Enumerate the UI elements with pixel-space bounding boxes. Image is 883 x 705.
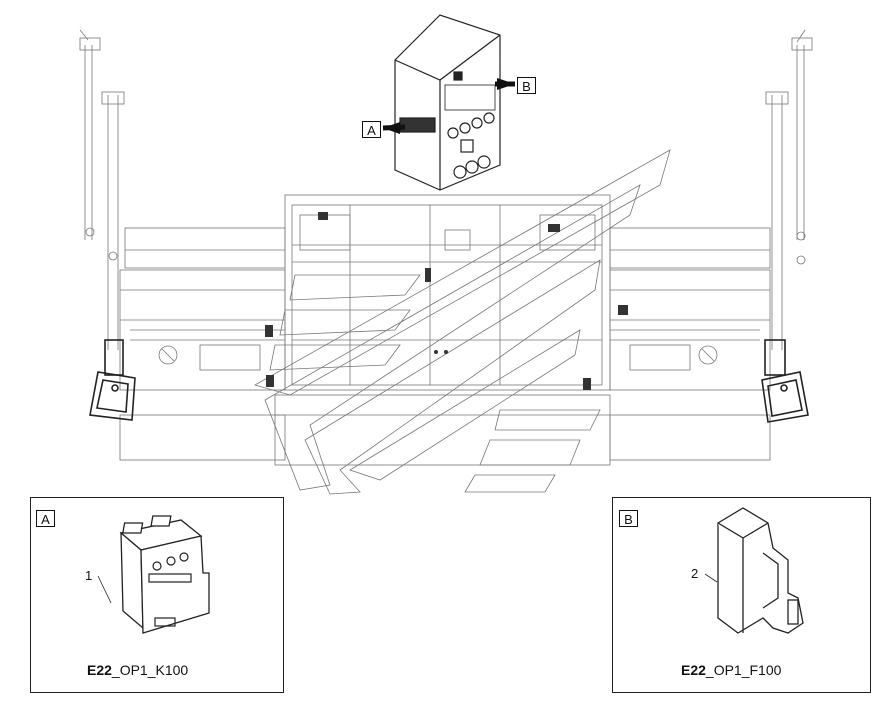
tag-a-marker: A: [362, 121, 381, 138]
circuit-breaker-f100-drawing: [704, 507, 804, 634]
detail-b-tag: B: [619, 510, 638, 527]
tag-b-marker: B: [517, 77, 536, 94]
detail-b-caption-suffix: _OP1_F100: [705, 662, 782, 678]
detail-a-caption: E22_OP1_K100: [87, 662, 188, 678]
detail-a-callout: 1: [85, 568, 93, 583]
machine-assembly-drawing: [79, 14, 813, 495]
detail-b-caption: E22_OP1_F100: [681, 662, 781, 678]
detail-b-caption-prefix: E22: [681, 662, 706, 678]
contactor-k100-drawing: [97, 515, 210, 634]
detail-a-caption-suffix: _OP1_K100: [111, 662, 189, 678]
detail-a-tag: A: [36, 510, 55, 527]
detail-a-caption-prefix: E22: [87, 662, 112, 678]
control-cabinet: [394, 14, 501, 191]
detail-a-box: A 1 E22_OP1_K100: [30, 497, 284, 693]
detail-b-box: B 2 E22_OP1_F100: [612, 497, 871, 693]
detail-b-callout: 2: [691, 566, 699, 581]
